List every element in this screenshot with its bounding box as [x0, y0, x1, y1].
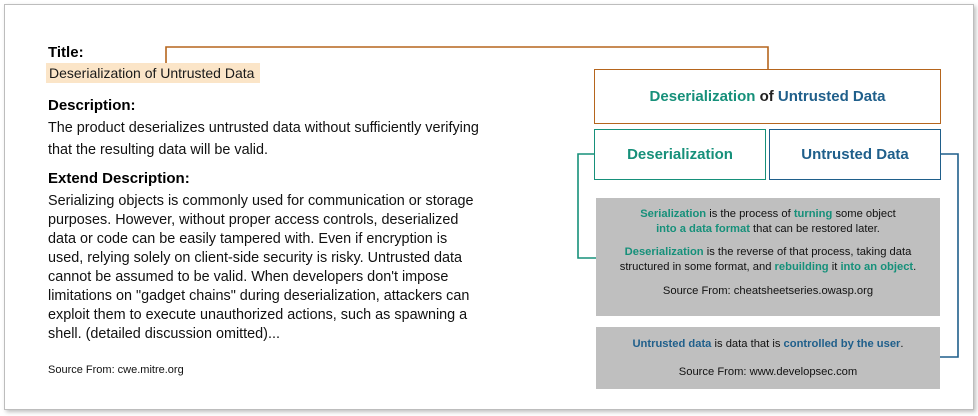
top-box: Deserialization of Untrusted Data — [594, 69, 941, 124]
panel2-text: . — [900, 338, 904, 350]
description-line-1: The product deserializes untrusted data … — [48, 120, 479, 136]
extend-line: data or code can be easily tampered with… — [48, 231, 448, 247]
panel1-line-2: into a data format that can be restored … — [596, 222, 940, 237]
extend-line: used, relying solely on client-side secu… — [48, 250, 463, 266]
term-untrusted-data: Untrusted data — [632, 338, 712, 350]
extend-line: purposes. However, without proper access… — [48, 212, 459, 228]
panel1-text: is the reverse of that process, taking d… — [703, 246, 912, 258]
panel1-line-4: structured in some format, and rebuildin… — [596, 260, 940, 275]
term-serialization: Serialization — [640, 208, 707, 220]
left-source: Source From: cwe.mitre.org — [48, 364, 184, 376]
extend-description-label: Extend Description: — [48, 170, 190, 187]
panel1-line-3: Deserialization is the reverse of that p… — [596, 245, 940, 260]
title-label: Title: — [48, 44, 84, 61]
top-box-untrusted-data: Untrusted Data — [777, 88, 886, 105]
term-into-an-object: into an object — [840, 261, 914, 273]
panel1-text: some object — [832, 208, 896, 220]
title-value: Deserialization of Untrusted Data — [46, 63, 261, 83]
deserialization-box: Deserialization — [594, 129, 766, 180]
description-label: Description: — [48, 97, 136, 114]
panel2-line-1: Untrusted data is data that is controlle… — [596, 337, 940, 352]
panel2-source: Source From: www.developsec.com — [678, 366, 858, 378]
extend-line: limitations on "gadget chains" during de… — [48, 288, 470, 304]
term-controlled-by-user: controlled by the user — [783, 338, 901, 350]
panel1-text: it — [828, 261, 841, 273]
description-line-2: that the resulting data will be valid. — [48, 142, 268, 158]
extend-line: cannot be assumed to be valid. When deve… — [48, 269, 449, 285]
panel2-text: is data that is — [711, 338, 784, 350]
deserialization-panel: Serialization is the process of turning … — [596, 198, 940, 316]
top-box-of: of — [755, 88, 778, 105]
panel1-text: . — [913, 261, 917, 273]
extend-line: Serializing objects is commonly used for… — [48, 193, 474, 209]
extend-line: exploit them to execute unauthorized act… — [48, 307, 468, 323]
top-box-deserialization: Deserialization — [649, 88, 756, 105]
panel1-text: that can be restored later. — [749, 223, 880, 235]
untrusted-data-panel: Untrusted data is data that is controlle… — [596, 327, 940, 389]
panel1-source: Source From: cheatsheetseries.owasp.org — [662, 285, 874, 297]
term-deserialization: Deserialization — [624, 246, 704, 258]
term-rebuilding: rebuilding — [774, 261, 829, 273]
panel1-text: structured in some format, and — [619, 261, 775, 273]
term-turning: turning — [793, 208, 833, 220]
extend-line: shell. (detailed discussion omitted)... — [48, 326, 280, 342]
term-data-format: into a data format — [656, 223, 750, 235]
panel1-text: is the process of — [706, 208, 794, 220]
untrusted-data-box: Untrusted Data — [769, 129, 941, 180]
panel1-line-1: Serialization is the process of turning … — [596, 207, 940, 222]
